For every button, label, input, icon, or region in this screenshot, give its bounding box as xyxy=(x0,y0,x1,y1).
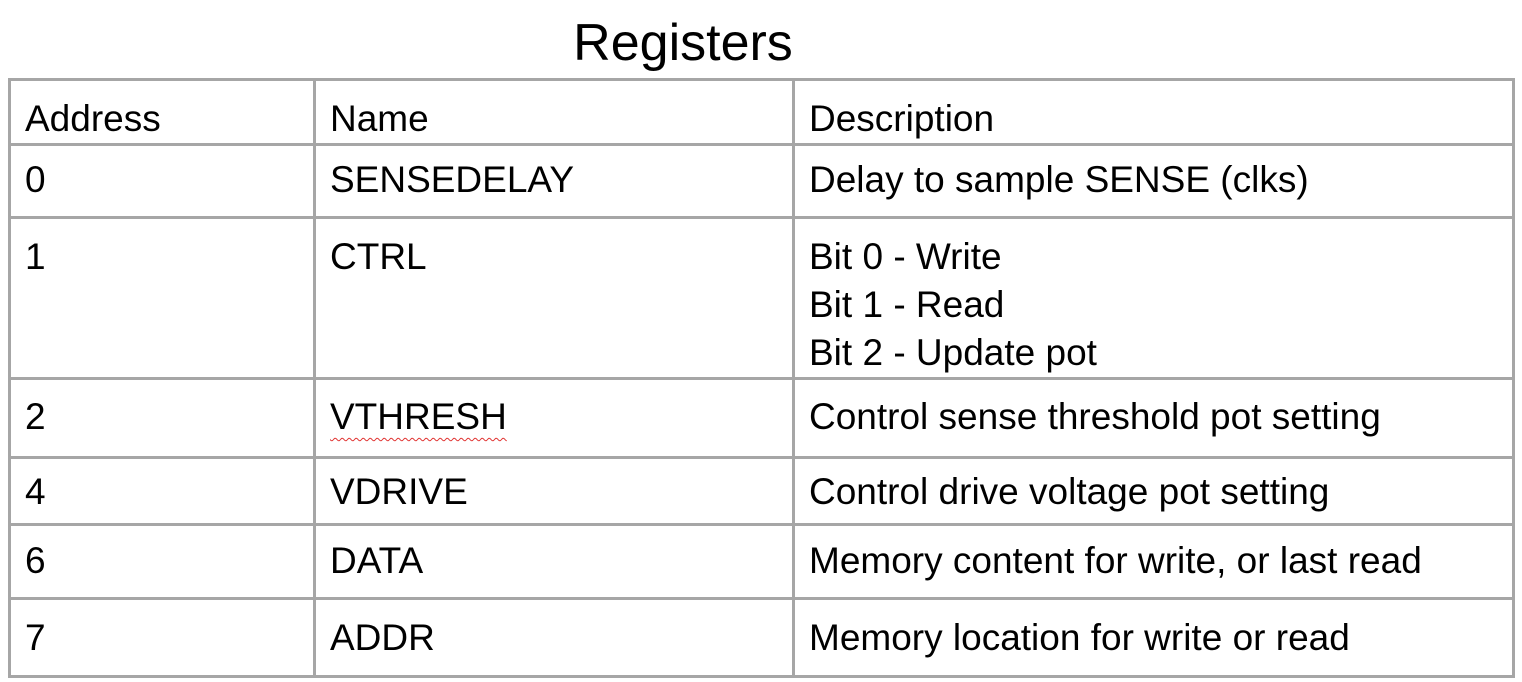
cell-name: VTHRESH xyxy=(313,377,795,459)
cell-address: 6 xyxy=(8,523,316,600)
table-row: 7 ADDR Memory location for write or read xyxy=(8,597,1515,678)
header-address: Address xyxy=(8,78,316,146)
cell-description: Delay to sample SENSE (clks) xyxy=(792,143,1515,219)
cell-name: DATA xyxy=(313,523,795,600)
cell-name: ADDR xyxy=(313,597,795,678)
cell-address: 1 xyxy=(8,216,316,380)
cell-name: SENSEDELAY xyxy=(313,143,795,219)
cell-description: Control sense threshold pot setting xyxy=(792,377,1515,459)
cell-description: Bit 0 - Write Bit 1 - Read Bit 2 - Updat… xyxy=(792,216,1515,380)
header-name: Name xyxy=(313,78,795,146)
cell-name: CTRL xyxy=(313,216,795,380)
description-line: Control sense threshold pot setting xyxy=(809,396,1381,437)
header-description: Description xyxy=(792,78,1515,146)
description-line: Control drive voltage pot setting xyxy=(809,471,1330,512)
description-line: Bit 0 - Write xyxy=(809,236,1002,277)
cell-address: 2 xyxy=(8,377,316,459)
description-line: Delay to sample SENSE (clks) xyxy=(809,159,1309,200)
registers-table: Address Name Description 0 SENSEDELAY De… xyxy=(8,78,1515,678)
cell-description: Control drive voltage pot setting xyxy=(792,456,1515,526)
cell-address: 0 xyxy=(8,143,316,219)
table-row: 0 SENSEDELAY Delay to sample SENSE (clks… xyxy=(8,143,1515,219)
cell-description: Memory location for write or read xyxy=(792,597,1515,678)
description-line: Bit 1 - Read xyxy=(809,284,1005,325)
table-header-row: Address Name Description xyxy=(8,78,1515,146)
table-row: 6 DATA Memory content for write, or last… xyxy=(8,523,1515,600)
page-title: Registers xyxy=(573,14,793,72)
cell-name: VDRIVE xyxy=(313,456,795,526)
description-line: Bit 2 - Update pot xyxy=(809,332,1097,373)
description-line: Memory content for write, or last read xyxy=(809,540,1422,581)
cell-description: Memory content for write, or last read xyxy=(792,523,1515,600)
cell-address: 7 xyxy=(8,597,316,678)
table-row: 2 VTHRESH Control sense threshold pot se… xyxy=(8,377,1515,459)
cell-address: 4 xyxy=(8,456,316,526)
table-row: 1 CTRL Bit 0 - Write Bit 1 - Read Bit 2 … xyxy=(8,216,1515,380)
misspelled-word: VTHRESH xyxy=(330,396,507,437)
description-line: Memory location for write or read xyxy=(809,617,1350,658)
table-row: 4 VDRIVE Control drive voltage pot setti… xyxy=(8,456,1515,526)
